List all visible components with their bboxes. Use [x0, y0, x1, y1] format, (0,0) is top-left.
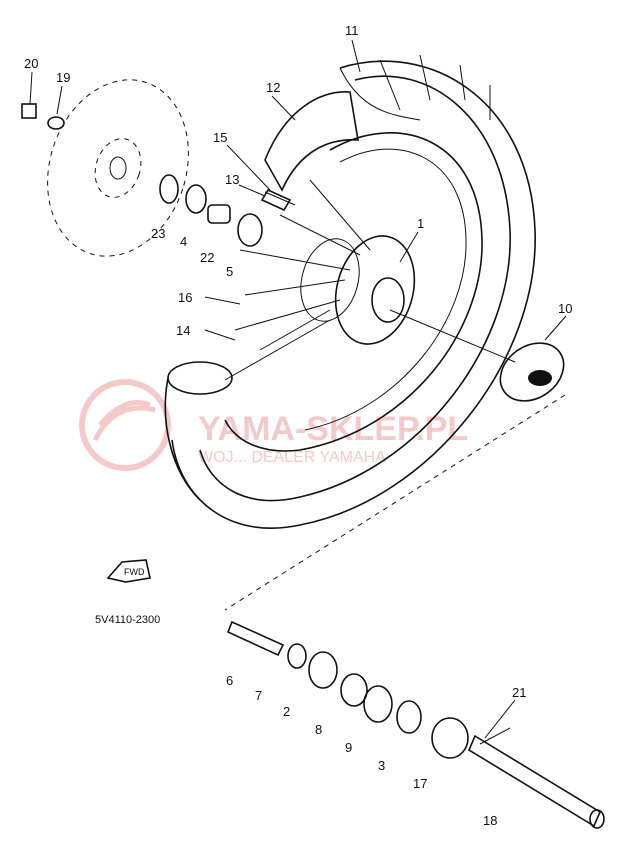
axle-parts [226, 620, 605, 829]
callout-2: 2 [283, 704, 290, 719]
callout-19: 19 [56, 70, 70, 85]
rim [224, 132, 483, 452]
callout-numbers: 11 12 15 13 1 10 20 19 23 4 22 5 16 14 6… [24, 23, 572, 828]
axle-line [224, 309, 566, 611]
callout-20: 20 [24, 56, 38, 71]
callout-18: 18 [483, 813, 497, 828]
brake-disc [47, 79, 189, 257]
callout-4: 4 [180, 234, 187, 249]
callout-21: 21 [512, 685, 526, 700]
hub-cover [499, 342, 565, 402]
callout-15: 15 [213, 130, 227, 145]
fwd-arrow-icon: FWD [106, 559, 151, 583]
watermark-sub: WOJ... DEALER YAMAHA [198, 449, 386, 466]
fwd-label: FWD [124, 567, 145, 577]
leader-lines [29, 39, 567, 739]
tire [164, 54, 536, 529]
left-parts [21, 103, 296, 247]
callout-1: 1 [417, 216, 424, 231]
callout-16: 16 [178, 290, 192, 305]
watermark-logo [79, 379, 171, 471]
callout-23: 23 [151, 226, 165, 241]
watermark-main: YAMA-SKLEP.PL [198, 410, 468, 448]
callout-10: 10 [558, 301, 572, 316]
callout-12: 12 [266, 80, 280, 95]
tube [264, 91, 359, 192]
callout-8: 8 [315, 722, 322, 737]
callout-14: 14 [176, 323, 190, 338]
callout-3: 3 [378, 758, 385, 773]
callout-7: 7 [255, 688, 262, 703]
callout-13: 13 [225, 172, 239, 187]
callout-11: 11 [345, 23, 359, 38]
callout-17: 17 [413, 776, 427, 791]
hub [300, 235, 416, 345]
callout-6: 6 [226, 673, 233, 688]
spokes [224, 179, 371, 381]
callout-9: 9 [345, 740, 352, 755]
callout-5: 5 [226, 264, 233, 279]
part-code: 5V4110-2300 [95, 614, 160, 626]
callout-22: 22 [200, 250, 214, 265]
